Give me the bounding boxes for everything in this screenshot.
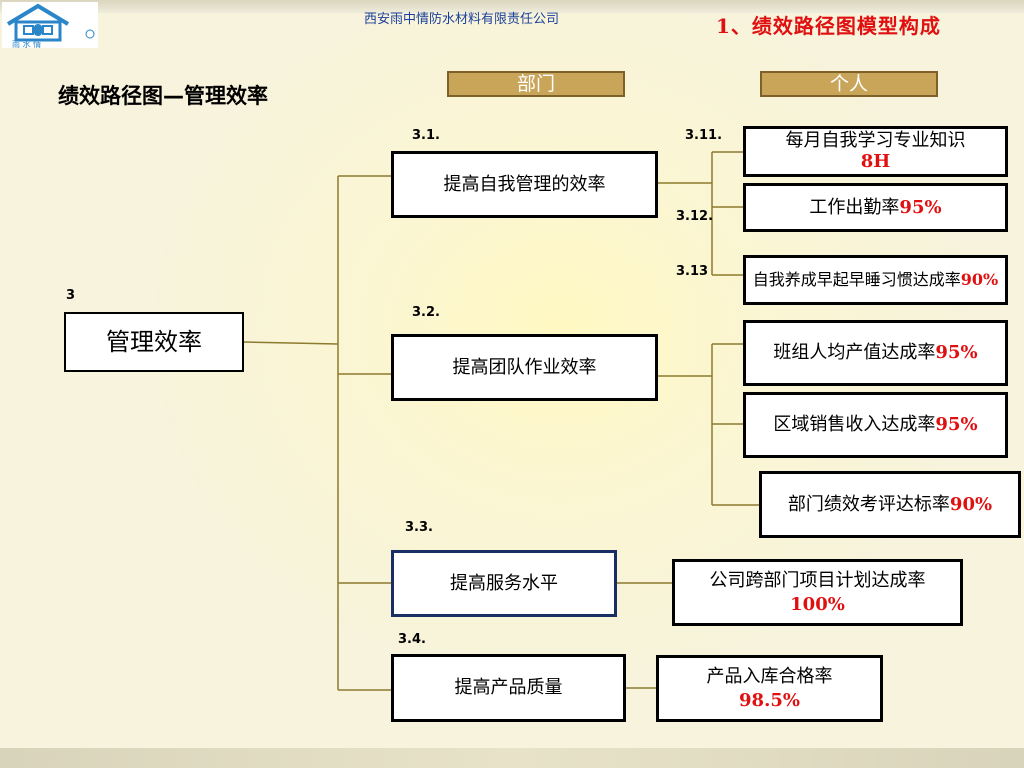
- indiv-box-sleep-habit: 自我养成早起早睡习惯达成率90%: [743, 255, 1008, 305]
- indiv-number-3-12: 3.12.: [676, 209, 714, 224]
- dept-number-3-4: 3.4.: [398, 632, 426, 647]
- indiv-text: 工作出勤率: [809, 196, 900, 218]
- indiv-box-cross-dept-project: 公司跨部门项目计划达成率 100%: [672, 559, 963, 626]
- indiv-value: 95%: [899, 196, 942, 218]
- company-logo: 雨 水 情: [2, 2, 98, 48]
- indiv-value: 95%: [935, 342, 978, 364]
- dept-number-3-3: 3.3.: [405, 520, 433, 535]
- bottom-band: [0, 748, 1024, 768]
- indiv-value: 95%: [935, 414, 978, 436]
- indiv-text: 每月自我学习专业知识: [785, 129, 966, 151]
- indiv-value: 8H: [860, 150, 891, 172]
- dept-box-team-efficiency: 提高团队作业效率: [391, 334, 658, 401]
- company-name: 西安雨中情防水材料有限责任公司: [364, 12, 560, 27]
- section-title: 1、绩效路径图模型构成: [716, 14, 941, 38]
- indiv-text: 区域销售收入达成率: [773, 414, 936, 436]
- dept-number-3-2: 3.2.: [412, 305, 440, 320]
- indiv-text: 自我养成早起早睡习惯达成率: [752, 270, 961, 289]
- individual-column-header: 个人: [760, 71, 938, 97]
- indiv-text: 公司跨部门项目计划达成率: [709, 570, 926, 592]
- dept-box-product-quality: 提高产品质量: [391, 654, 626, 722]
- dept-box-service-level: 提高服务水平: [391, 550, 617, 617]
- indiv-value: 90%: [960, 270, 999, 289]
- indiv-number-3-11: 3.11.: [685, 128, 723, 143]
- root-label: 管理效率: [106, 327, 202, 356]
- indiv-text: 班组人均产值达成率: [773, 342, 936, 364]
- dept-label: 提高自我管理的效率: [443, 173, 606, 195]
- indiv-box-warehouse-pass-rate: 产品入库合格率 98.5%: [656, 655, 883, 722]
- dept-number-3-1: 3.1.: [412, 128, 440, 143]
- dept-box-self-management: 提高自我管理的效率: [391, 151, 658, 218]
- logo-text: 雨 水 情: [12, 39, 41, 48]
- dept-label: 提高团队作业效率: [452, 356, 597, 378]
- top-band: [0, 0, 1024, 13]
- indiv-value: 100%: [790, 593, 845, 615]
- dept-label: 提高产品质量: [454, 677, 563, 699]
- dept-label: 提高服务水平: [450, 572, 558, 594]
- indiv-value: 90%: [949, 493, 993, 515]
- page-title: 绩效路径图—管理效率: [58, 84, 268, 108]
- department-column-header: 部门: [447, 71, 625, 97]
- indiv-box-monthly-learning: 每月自我学习专业知识 8H: [743, 126, 1008, 177]
- indiv-text: 部门绩效考评达标率: [787, 493, 950, 515]
- indiv-text: 产品入库合格率: [706, 666, 833, 688]
- indiv-number-3-13: 3.13: [676, 264, 709, 279]
- root-box-management-efficiency: 管理效率: [64, 312, 244, 372]
- root-number: 3: [66, 288, 76, 303]
- indiv-value: 98.5%: [739, 689, 800, 711]
